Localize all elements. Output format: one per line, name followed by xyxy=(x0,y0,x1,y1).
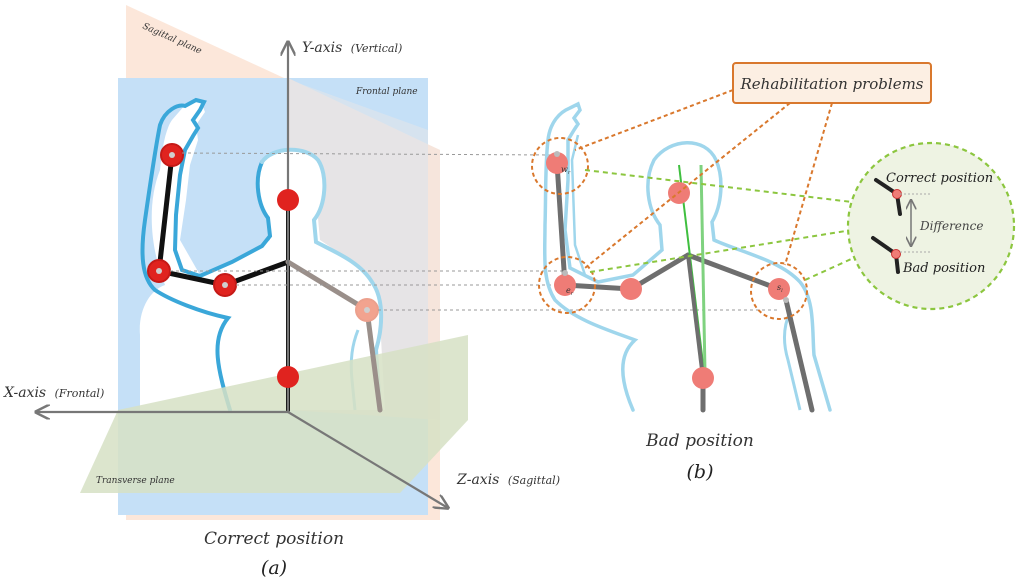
joints-bad xyxy=(546,151,790,389)
zoom-correct-label: Correct position xyxy=(886,171,993,186)
clavicle-left-bone-b xyxy=(628,252,691,292)
elbow-highlight xyxy=(538,256,596,314)
panel-b: wr er sl Rehabilitation problems xyxy=(531,62,1016,483)
y-axis-label: Y-axis (Vertical) xyxy=(302,40,402,56)
y-axis-name: Y-axis xyxy=(302,40,342,56)
panel-a: Sagittal plane Frontal plane Transverse … xyxy=(3,5,560,579)
x-axis-name: X-axis xyxy=(3,385,46,401)
wrist-joint-b xyxy=(546,152,568,174)
shoulder-left-joint-b xyxy=(620,278,642,300)
caption-b: Bad position xyxy=(645,431,754,451)
body-outline-right xyxy=(260,147,384,412)
z-axis-qualifier: (Sagittal) xyxy=(508,474,560,487)
problem-highlights xyxy=(531,137,808,320)
y-axis-qualifier: (Vertical) xyxy=(351,42,402,55)
transverse-plane-label: Transverse plane xyxy=(96,476,175,486)
callout-lines xyxy=(574,89,833,269)
z-axis-name: Z-axis xyxy=(456,472,499,488)
zoom-circle xyxy=(846,141,1016,311)
x-axis-label: X-axis (Frontal) xyxy=(3,385,104,401)
label-b: (b) xyxy=(687,461,714,483)
upper-arm-bone-b xyxy=(562,282,634,292)
right-upper-arm-bone-b xyxy=(783,297,815,413)
bad-joint-marker xyxy=(891,249,901,259)
rehabilitation-problems-box xyxy=(732,62,932,104)
z-axis-label: Z-axis (Sagittal) xyxy=(456,472,560,488)
caption-a: Correct position xyxy=(204,529,344,549)
clavicle-right-bone xyxy=(285,259,370,313)
joints-correct xyxy=(147,143,379,388)
wrist-label-b: wr xyxy=(561,165,571,176)
spine-actual-line xyxy=(699,164,707,373)
zoom-difference-label: Difference xyxy=(919,219,983,233)
left-arm-outline-b xyxy=(570,134,587,276)
correspondence-lines xyxy=(170,152,778,311)
frontal-plane-label: Frontal plane xyxy=(355,87,418,97)
z-axis-line xyxy=(287,411,448,508)
transverse-plane xyxy=(80,335,468,493)
zoom-illustration xyxy=(871,178,930,274)
elbow-joint-b xyxy=(554,274,576,296)
rehabilitation-problems-label: Rehabilitation problems xyxy=(739,75,923,93)
zoom-bad-label: Bad position xyxy=(902,261,985,276)
skeleton-bad xyxy=(554,160,815,413)
body-outline-left xyxy=(140,97,273,412)
shoulder-highlight xyxy=(750,262,808,320)
zoom-lines xyxy=(584,169,861,281)
right-upper-arm-bone xyxy=(364,307,383,413)
forearm-bone-b xyxy=(554,160,568,288)
shoulder-label-b: sl xyxy=(777,283,783,294)
elbow-label-b: er xyxy=(566,286,574,297)
spine-joint xyxy=(277,366,299,388)
body-outline-b xyxy=(542,101,832,412)
x-axis-qualifier: (Frontal) xyxy=(55,387,105,400)
label-a: (a) xyxy=(261,557,287,579)
head-joint xyxy=(277,189,299,211)
shoulder-right-joint-b xyxy=(768,278,790,300)
forearm-bone xyxy=(156,152,175,274)
wrist-highlight xyxy=(531,137,589,195)
spine-joint-b xyxy=(692,367,714,389)
